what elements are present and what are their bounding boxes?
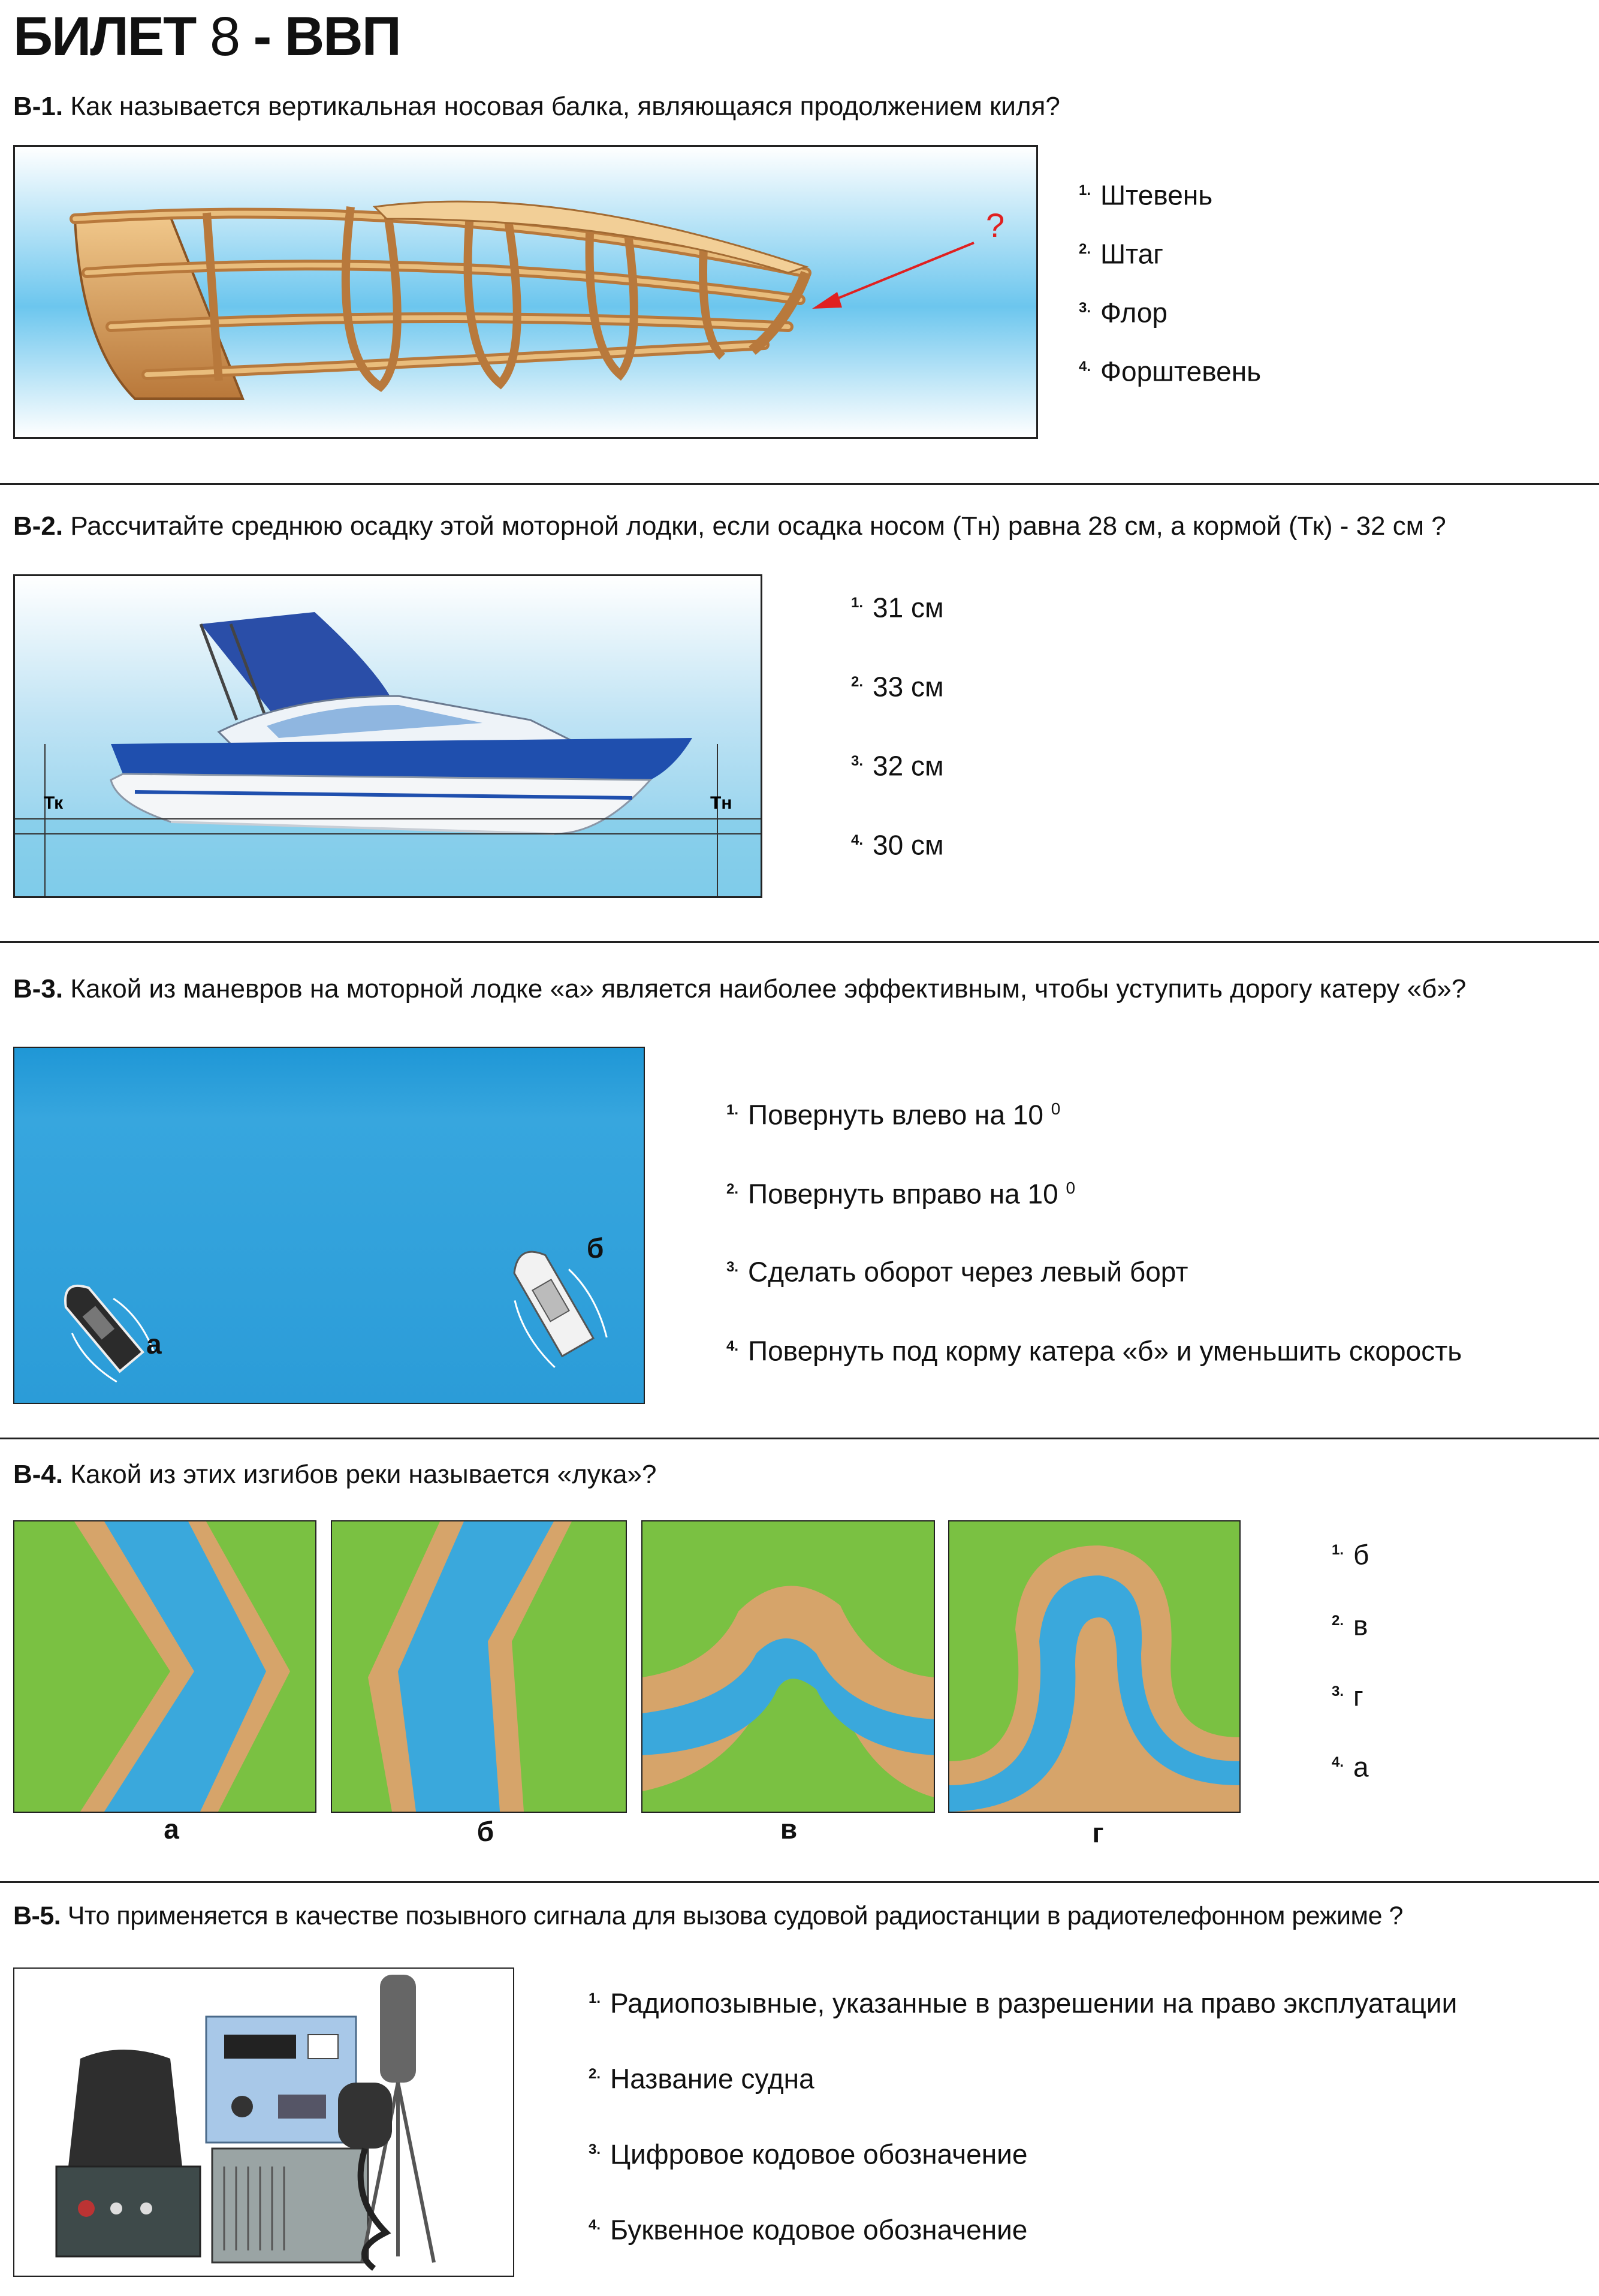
q2-answers: 1.31 см 2.33 см 3.32 см 4.30 см [851,586,944,903]
q5-radio-station-image [13,1967,514,2277]
q3-answers: 1.Повернуть влево на 10 0 2.Повернуть вп… [726,1092,1462,1409]
question-5: В-5. Что применяется в качестве позывног… [13,1902,1403,1930]
boat-a-icon [64,1284,155,1383]
river-label-g: г [1092,1817,1104,1848]
q3-answer-1[interactable]: 1.Повернуть влево на 10 0 [726,1099,1061,1131]
q4-answers: 1.б 2.в 3.г 4.а [1332,1533,1369,1816]
q1-question-mark: ? [986,206,1004,244]
q2-motorboat-image: Тк Тн [13,574,762,898]
river-v-image [641,1520,935,1813]
river-label-b: б [476,1816,494,1847]
question-3: В-3. Какой из маневров на моторной лодке… [13,974,1467,1004]
label-boat-b: б [587,1233,604,1264]
divider [0,941,1599,943]
q3-answer-3[interactable]: 3.Сделать оборот через левый борт [726,1256,1188,1288]
question-1: В-1. Как называется вертикальная носовая… [13,92,1060,121]
q4-answer-2[interactable]: 2.в [1332,1610,1368,1641]
q2-answer-1[interactable]: 1.31 см [851,592,944,623]
q1-boat-frame-image: ? [13,145,1038,439]
q1-answer-4[interactable]: 4.Форштевень [1079,355,1262,387]
river-label-v: в [780,1813,798,1845]
question-4: В-4. Какой из этих изгибов реки называет… [13,1460,657,1489]
q5-answer-4[interactable]: 4.Буквенное кодовое обозначение [589,2214,1028,2246]
divider [0,1881,1599,1883]
q2-answer-4[interactable]: 4.30 см [851,829,944,861]
label-tn: Тн [710,793,732,813]
q3-water-image: а б [13,1047,645,1404]
divider [0,1438,1599,1439]
q5-answer-2[interactable]: 2.Название судна [589,2063,814,2095]
q4-answer-4[interactable]: 4.а [1332,1751,1369,1783]
q4-answer-3[interactable]: 3.г [1332,1680,1363,1712]
q5-answer-3[interactable]: 3.Цифровое кодовое обозначение [589,2138,1028,2170]
label-boat-a: а [146,1328,162,1360]
boat-b-icon [513,1251,608,1369]
q1-answer-3[interactable]: 3.Флор [1079,297,1167,329]
q2-answer-2[interactable]: 2.33 см [851,671,944,703]
q3-answer-4[interactable]: 4.Повернуть под корму катера «б» и умень… [726,1335,1462,1367]
river-label-a: а [164,1813,179,1845]
page-title: БИЛЕТ 8 - ВВП [13,6,402,67]
river-a-image [13,1520,316,1813]
q1-answer-2[interactable]: 2.Штаг [1079,238,1164,270]
q5-answers: 1.Радиопозывные, указанные в разрешении … [589,1982,1457,2284]
q1-answer-1[interactable]: 1.Штевень [1079,179,1213,211]
q1-answers: 1.Штевень 2.Штаг 3.Флор 4.Форштевень [1079,174,1261,409]
q4-answer-1[interactable]: 1.б [1332,1539,1369,1571]
label-tk: Тк [44,793,64,813]
divider [0,483,1599,485]
river-g-image [948,1520,1241,1813]
q2-answer-3[interactable]: 3.32 см [851,750,944,782]
q5-answer-1[interactable]: 1.Радиопозывные, указанные в разрешении … [589,1987,1458,2019]
q3-answer-2[interactable]: 2.Повернуть вправо на 10 0 [726,1178,1076,1210]
river-b-image [331,1520,627,1813]
question-2: В-2. Рассчитайте среднюю осадку этой мот… [13,511,1446,541]
